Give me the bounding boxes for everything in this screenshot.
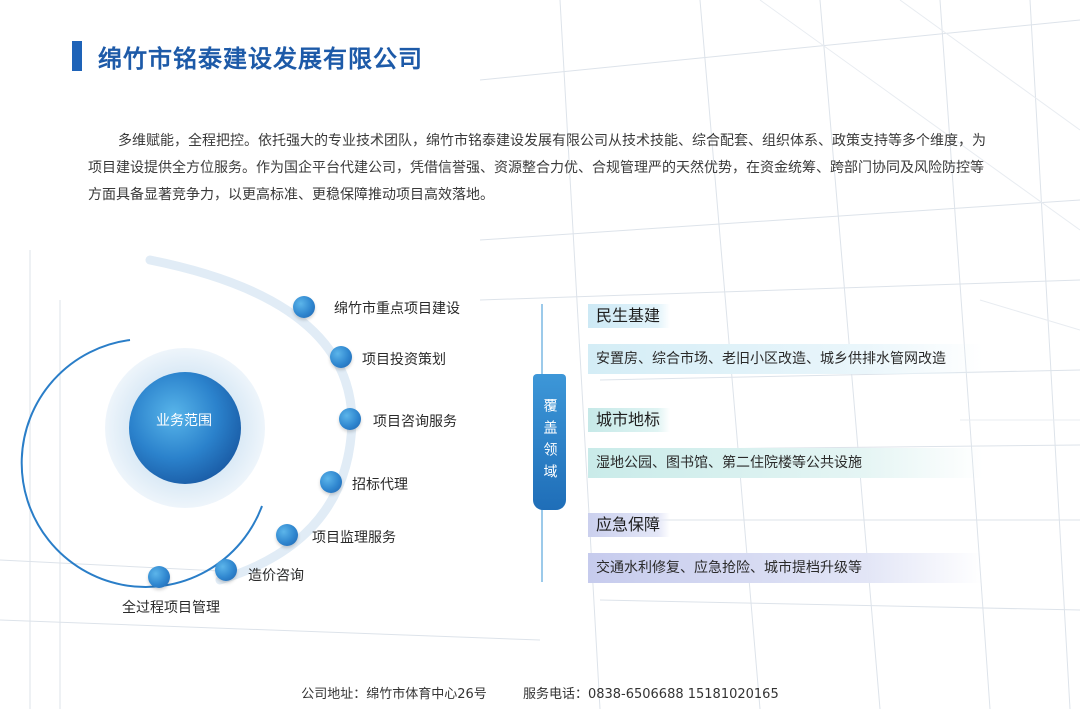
page-title: 绵竹市铭泰建设发展有限公司 <box>98 43 423 73</box>
service-item: 项目投资策划 <box>362 352 446 368</box>
center-label: 业务范围 <box>156 413 212 429</box>
footer-address: 公司地址：绵竹市体育中心26号 <box>301 687 487 702</box>
service-dot <box>293 296 315 318</box>
page-header: 绵竹市铭泰建设发展有限公司 <box>72 40 423 73</box>
title-accent-bar <box>72 41 82 71</box>
core-circle <box>129 372 241 484</box>
service-dot <box>148 566 170 588</box>
category-body: 安置房、综合市场、老旧小区改造、城乡供排水管网改造 <box>588 344 983 374</box>
service-dot <box>215 559 237 581</box>
category-title: 应急保障 <box>588 513 671 537</box>
category-body: 交通水利修复、应急抢险、城市提档升级等 <box>588 553 983 583</box>
category-title: 城市地标 <box>588 408 671 432</box>
service-dot <box>339 408 361 430</box>
coverage-tag: 覆盖领域 <box>533 374 566 510</box>
service-dot <box>320 471 342 493</box>
category-body: 湿地公园、图书馆、第二住院楼等公共设施 <box>588 448 983 478</box>
page-footer: 公司地址：绵竹市体育中心26号 服务电话：0838-6506688 151810… <box>0 683 1080 702</box>
service-item: 绵竹市重点项目建设 <box>334 301 460 317</box>
service-item: 造价咨询 <box>248 568 304 584</box>
service-dot <box>276 524 298 546</box>
category-title: 民生基建 <box>588 304 671 328</box>
intro-paragraph: 多维赋能，全程把控。依托强大的专业技术团队，绵竹市铭泰建设发展有限公司从技术技能… <box>88 133 986 203</box>
footer-phone: 服务电话：0838-6506688 15181020165 <box>522 687 779 702</box>
outer-ring-arc <box>20 339 263 588</box>
coverage-label: 覆盖领域 <box>541 398 558 486</box>
service-item: 招标代理 <box>352 477 408 493</box>
service-item: 全过程项目管理 <box>122 600 220 616</box>
service-dot <box>330 346 352 368</box>
service-item: 项目咨询服务 <box>373 414 457 430</box>
service-item: 项目监理服务 <box>312 530 396 546</box>
